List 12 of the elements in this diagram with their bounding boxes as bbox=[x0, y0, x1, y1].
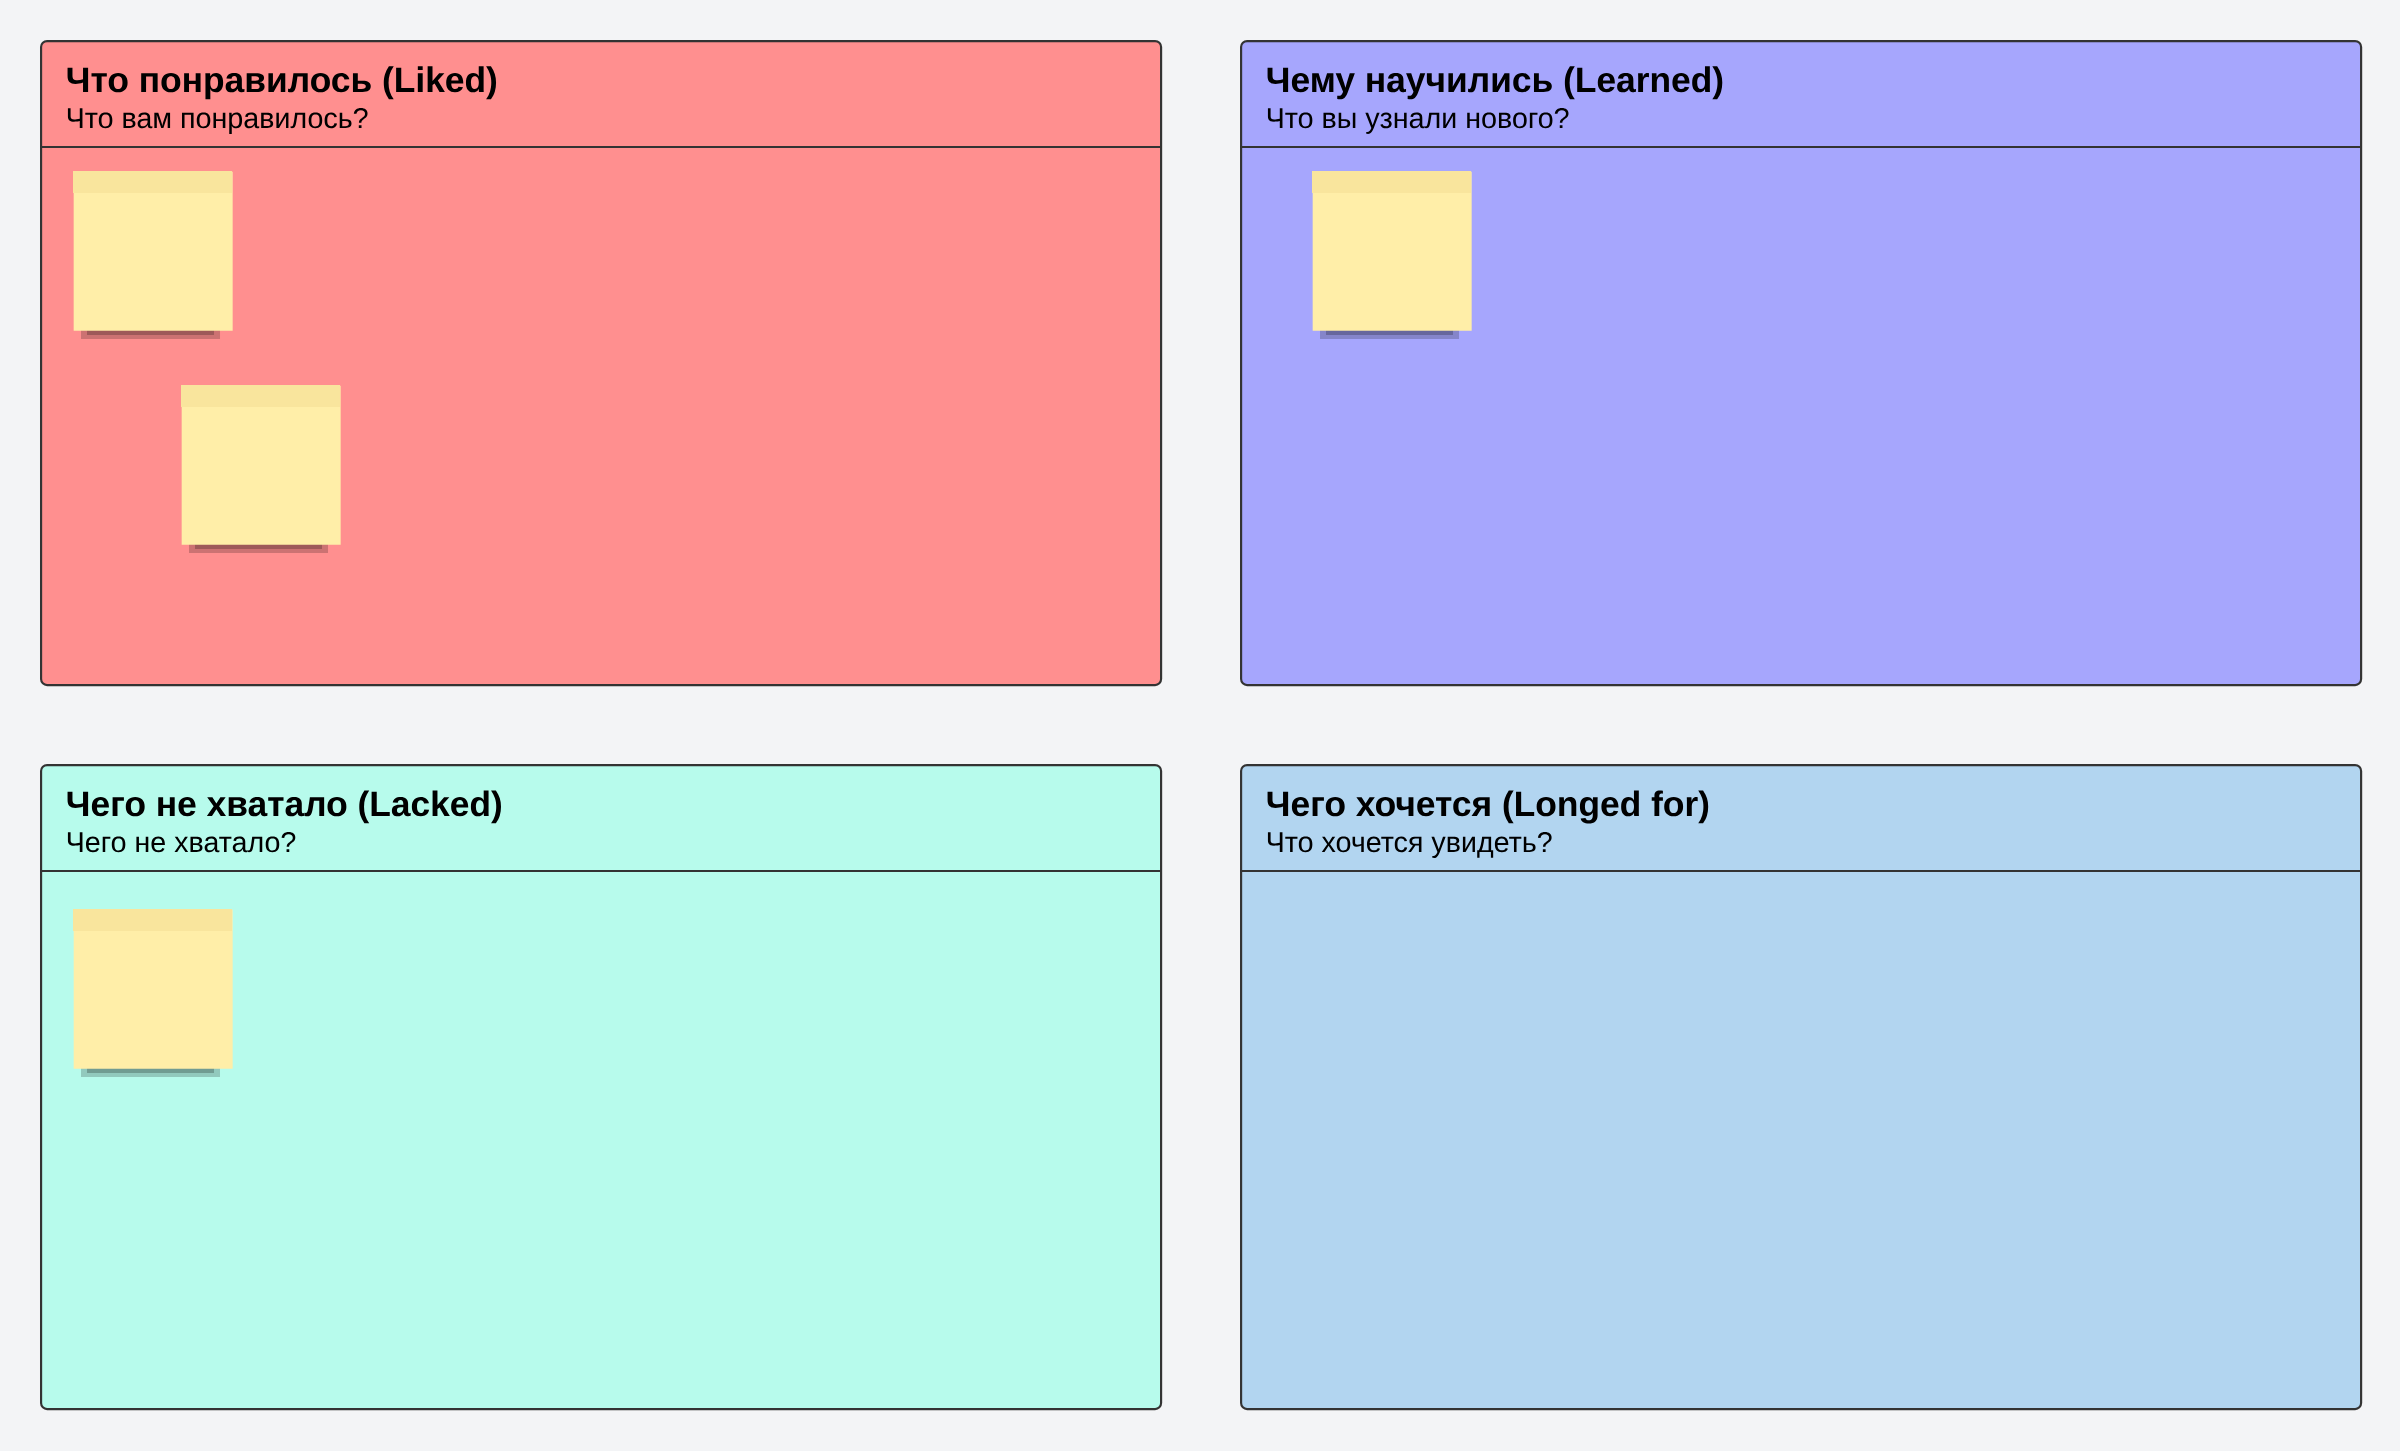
sticky-note bbox=[73, 909, 233, 1077]
panel-heading: Что понравилось (Liked) bbox=[67, 66, 497, 100]
sticky-note bbox=[1312, 171, 1472, 339]
panel-subtitle: Что вам понравилось? bbox=[67, 107, 368, 134]
panel-heading: Чего не хватало (Lacked) bbox=[67, 790, 501, 824]
panel-subtitle: Чего не хватало? bbox=[67, 831, 296, 853]
panel-heading: Чего хочется (Longed for) bbox=[1267, 790, 1709, 824]
panel-heading: Чему научились (Learned) bbox=[1267, 66, 1723, 100]
sticky-note bbox=[181, 385, 341, 553]
panel-subtitle: Что хочется увидеть? bbox=[1267, 831, 1552, 858]
sticky-note bbox=[73, 171, 233, 339]
panel-subtitle: Что вы узнали нового? bbox=[1267, 107, 1569, 134]
